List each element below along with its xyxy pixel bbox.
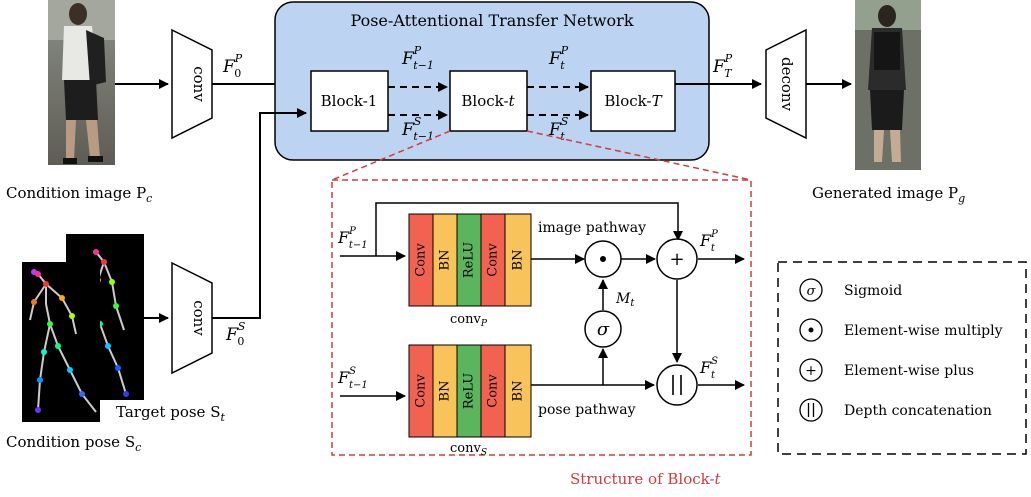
svg-text:ReLU: ReLU — [462, 242, 477, 278]
image-encoder-conv: conv — [171, 28, 213, 140]
decoder-deconv: deconv — [765, 28, 807, 140]
svg-text:Conv: Conv — [414, 374, 429, 408]
svg-text:σ: σ — [597, 319, 610, 340]
condition-pose-image — [22, 262, 100, 422]
convP-label: convP — [450, 312, 488, 329]
image-pathway-label: image pathway — [538, 220, 646, 236]
svg-text:Block-T: Block-T — [604, 92, 662, 110]
sigmoid-op: σ — [584, 310, 622, 348]
svg-text:Conv: Conv — [414, 243, 429, 277]
svg-text:Element-wise plus: Element-wise plus — [844, 363, 974, 379]
svg-text:Depth concatenation: Depth concatenation — [844, 403, 992, 419]
legend-item-concat: Depth concatenation — [799, 398, 992, 422]
svg-text:Conv: Conv — [486, 374, 501, 408]
svg-text:+: + — [669, 249, 684, 270]
condition-image-label: Condition image Pc — [6, 184, 152, 205]
arrow-poseconv-to-block1 — [212, 108, 307, 319]
svg-text:BN: BN — [438, 381, 453, 402]
zoom-line-left — [331, 130, 451, 181]
svg-text:BN: BN — [511, 381, 526, 402]
svg-text:conv: conv — [190, 300, 208, 336]
svg-text:Sigmoid: Sigmoid — [844, 283, 902, 299]
svg-text:BN: BN — [511, 250, 526, 271]
network-title: Pose-Attentional Transfer Network — [350, 11, 633, 30]
block-t: Block-t — [449, 70, 528, 132]
convP-stack: Conv BN ReLU Conv BN — [408, 213, 532, 307]
svg-text:Element-wise multiply: Element-wise multiply — [844, 323, 1003, 339]
concat-op — [656, 364, 698, 406]
svg-text:deconv: deconv — [778, 57, 796, 112]
svg-text:Conv: Conv — [486, 243, 501, 277]
svg-text:Block-t: Block-t — [461, 92, 515, 110]
block-detail-box — [331, 179, 752, 456]
svg-text:σ: σ — [807, 284, 817, 299]
svg-text:+: + — [805, 363, 817, 379]
block-T: Block-T — [590, 70, 676, 132]
condition-image — [48, 0, 115, 165]
multiply-op — [584, 240, 622, 278]
convS-stack: Conv BN ReLU Conv BN — [408, 344, 532, 438]
generated-image — [855, 0, 921, 170]
block-1: Block-1 — [310, 70, 389, 132]
svg-text:BN: BN — [438, 250, 453, 271]
svg-text:Block-1: Block-1 — [321, 92, 378, 110]
legend-item-multiply: Element-wise multiply — [799, 318, 1003, 342]
mask-label: Mt — [615, 291, 635, 309]
generated-image-label: Generated image Pg — [812, 184, 965, 205]
legend-item-sigmoid: σ Sigmoid — [799, 278, 902, 302]
pose-pathway-label: pose pathway — [538, 402, 636, 418]
block-detail-caption: Structure of Block-t — [570, 470, 722, 488]
condition-pose-label: Condition pose Sc — [6, 433, 141, 454]
svg-text:conv: conv — [190, 66, 208, 102]
svg-text:ReLU: ReLU — [462, 373, 477, 409]
pose-encoder-conv: conv — [171, 261, 213, 375]
legend-item-plus: + Element-wise plus — [799, 358, 974, 382]
legend-box — [777, 261, 1027, 455]
zoom-line-right — [526, 130, 752, 181]
skip-connection — [375, 202, 683, 256]
plus-op: + — [656, 238, 698, 280]
target-pose-label: Target pose St — [116, 403, 225, 424]
convS-label: convS — [450, 441, 487, 458]
